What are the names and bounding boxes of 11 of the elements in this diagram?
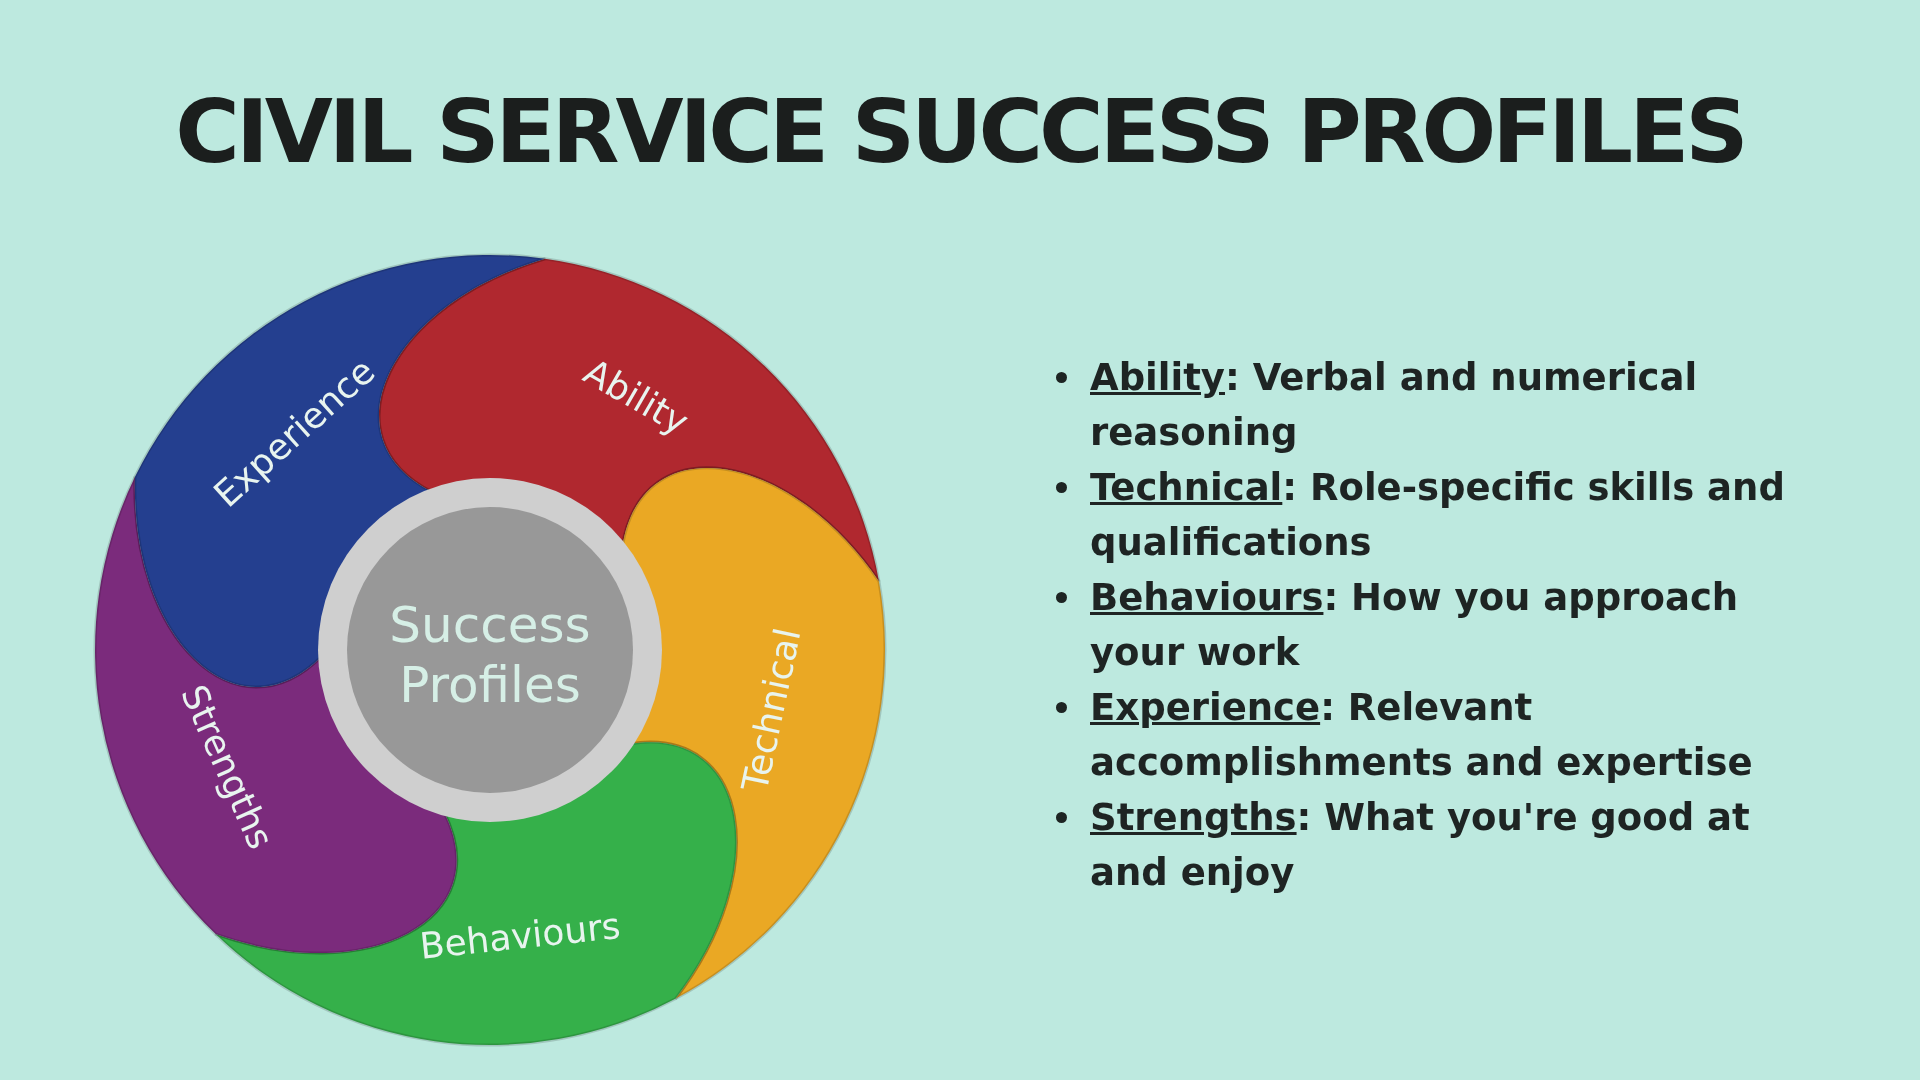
bullet-item: Strengths: What you're good at and enjoy [1090,795,1751,896]
wheel-segment [377,257,881,583]
center-label: Success Profiles [389,596,591,714]
page-title: CIVIL SERVICE SUCCESS PROFILES [175,80,1745,183]
segment-label: Technical [734,624,809,795]
bullet-item: Experience: Relevant accomplishments and expertise [1090,685,1754,786]
bullet-item: Behaviours: How you approach your work [1090,575,1740,676]
segment-label: Behaviours [417,905,623,967]
bullet-item: Ability: Verbal and numerical reasoning [1090,355,1699,456]
wheel-segment [620,466,887,1001]
bullet-item: Technical: Role-specific skills and qualifications [1090,465,1786,566]
